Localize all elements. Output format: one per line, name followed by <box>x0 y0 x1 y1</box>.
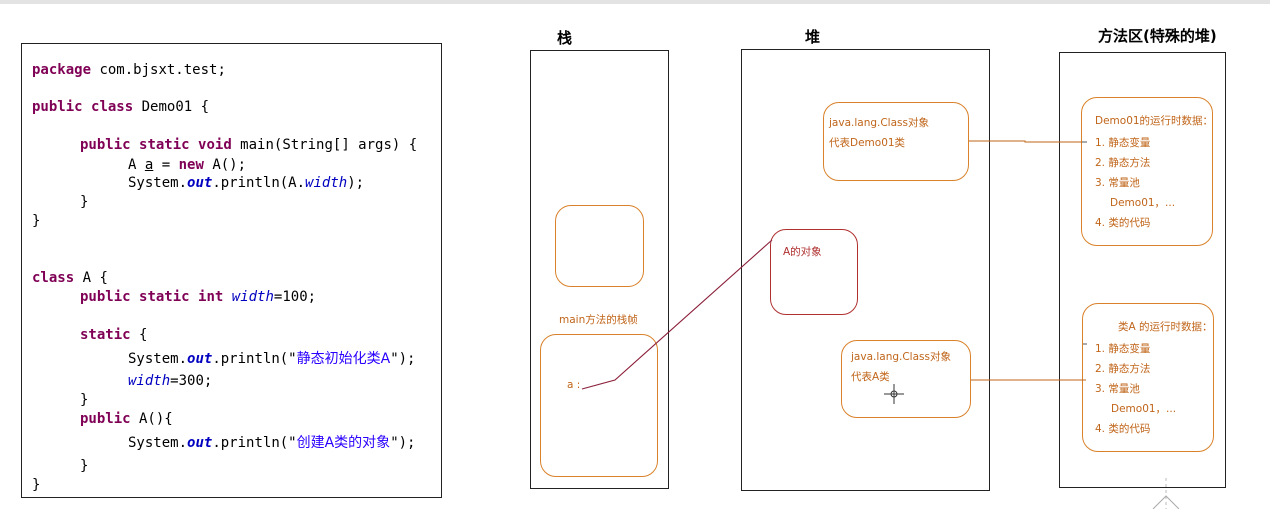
code-line-close-a: } <box>32 477 41 493</box>
method-area-title: 方法区(特殊的堆) <box>1098 27 1217 45</box>
heap-class-a-box <box>841 340 971 418</box>
link-demo01-class-to-runtime <box>969 140 1086 143</box>
demo01-runtime-item: 2. 静态方法 <box>1095 157 1151 169</box>
main-stack-frame <box>540 334 658 477</box>
var-a-label: a : <box>567 379 581 391</box>
heap-class-a-line2: 代表A类 <box>851 371 890 383</box>
demo01-runtime-item: Demo01，... <box>1110 197 1176 209</box>
heap-object-a-box <box>770 229 858 315</box>
code-line-main: public static void main(String[] args) { <box>80 137 418 153</box>
split-icon <box>1152 495 1180 509</box>
code-line-new-a: A a = new A(); <box>128 157 247 173</box>
stack-title: 栈 <box>557 29 573 47</box>
a-runtime-item: 2. 静态方法 <box>1095 363 1151 375</box>
code-line-close-constructor: } <box>80 458 89 474</box>
code-line-width-field: public static int width=100; <box>80 289 317 305</box>
heap-class-demo01-box <box>823 102 969 181</box>
demo01-runtime-box <box>1081 97 1213 246</box>
code-line-package: package com.bjsxt.test; <box>32 62 226 78</box>
a-runtime-title: 类A 的运行时数据： <box>1118 321 1213 333</box>
code-line-println-constructor: System.out.println("创建A类的对象"); <box>128 435 416 451</box>
heap-title: 堆 <box>805 28 821 46</box>
code-line-println-width: System.out.println(A.width); <box>128 175 365 191</box>
code-line-static-block: static { <box>80 327 148 343</box>
heap-class-demo01-line2: 代表Demo01类 <box>829 137 906 149</box>
heap-object-a-label: A的对象 <box>783 246 822 258</box>
code-line-println-static: System.out.println("静态初始化类A"); <box>128 351 416 367</box>
a-runtime-item: 4. 类的代码 <box>1095 423 1151 435</box>
a-runtime-box <box>1082 303 1214 452</box>
a-runtime-item: 1. 静态变量 <box>1095 343 1151 355</box>
demo01-runtime-item: 4. 类的代码 <box>1095 217 1151 229</box>
code-line-close-main: } <box>80 194 89 210</box>
code-line-close-demo01: } <box>32 213 41 229</box>
demo01-runtime-item: 1. 静态变量 <box>1095 137 1151 149</box>
demo01-runtime-title: Demo01的运行时数据： <box>1095 115 1214 127</box>
heap-class-demo01-line1: java.lang.Class对象 <box>829 117 929 129</box>
code-line-width-assign: width=300; <box>128 373 213 389</box>
heap-class-a-line1: java.lang.Class对象 <box>851 351 951 363</box>
top-strip <box>0 0 1270 4</box>
code-line-constructor: public A(){ <box>80 411 173 427</box>
code-panel: package com.bjsxt.test; public class Dem… <box>21 43 442 498</box>
a-runtime-item: 3. 常量池 <box>1095 383 1140 395</box>
code-line-class-a: class A { <box>32 270 108 286</box>
code-line-close-static: } <box>80 392 89 408</box>
demo01-runtime-item: 3. 常量池 <box>1095 177 1140 189</box>
main-frame-label: main方法的栈帧 <box>559 314 638 326</box>
stack-frame-empty <box>555 205 644 287</box>
cursor-icon <box>884 384 904 404</box>
code-line-class-demo01: public class Demo01 { <box>32 99 210 115</box>
a-runtime-item: Demo01，... <box>1111 403 1177 415</box>
reference-arrow-a-to-object <box>581 239 773 390</box>
